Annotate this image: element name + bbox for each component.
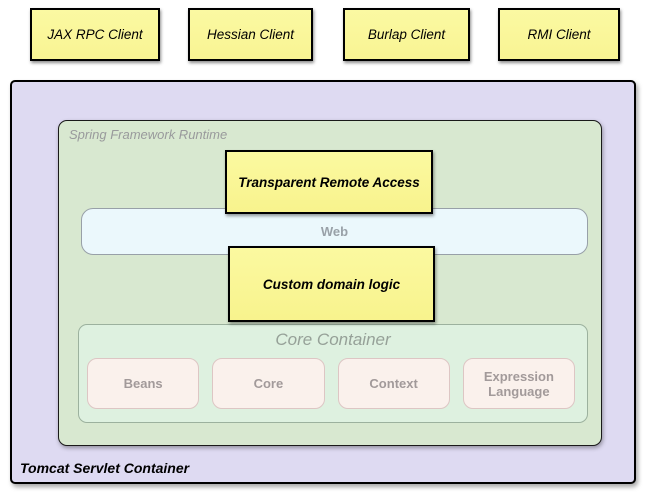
module-beans: Beans [87, 358, 200, 409]
transparent-remote-access-box: Transparent Remote Access [225, 150, 433, 214]
spring-framework-runtime-label: Spring Framework Runtime [69, 127, 228, 142]
hessian-client-box: Hessian Client [188, 8, 313, 61]
module-expression-language: Expression Language [462, 358, 575, 409]
module-core-label: Core [253, 376, 284, 391]
tomcat-servlet-container-label: Tomcat Servlet Container [20, 460, 190, 476]
custom-domain-logic-box: Custom domain logic [228, 246, 435, 322]
web-layer-label: Web [320, 224, 349, 239]
hessian-client-label: Hessian Client [206, 27, 295, 42]
core-modules-row: Beans Core Context Expression Language [87, 358, 575, 409]
jax-rpc-client-box: JAX RPC Client [30, 8, 160, 61]
burlap-client-label: Burlap Client [367, 27, 446, 42]
tomcat-servlet-container: Spring Framework Runtime Transparent Rem… [10, 80, 636, 484]
module-beans-label: Beans [123, 376, 163, 391]
burlap-client-box: Burlap Client [343, 8, 470, 61]
core-container: Core Container Beans Core Context Expres… [78, 324, 588, 423]
rmi-client-box: RMI Client [498, 8, 620, 61]
core-container-title: Core Container [275, 330, 391, 349]
module-core: Core [212, 358, 325, 409]
spring-framework-runtime: Spring Framework Runtime Transparent Rem… [58, 120, 602, 446]
jax-rpc-client-label: JAX RPC Client [47, 27, 143, 42]
transparent-remote-access-label: Transparent Remote Access [238, 174, 420, 190]
module-expression-language-label: Expression Language [483, 368, 554, 399]
custom-domain-logic-label: Custom domain logic [262, 276, 401, 292]
module-context: Context [337, 358, 450, 409]
rmi-client-label: RMI Client [527, 27, 591, 42]
module-context-label: Context [369, 376, 418, 391]
